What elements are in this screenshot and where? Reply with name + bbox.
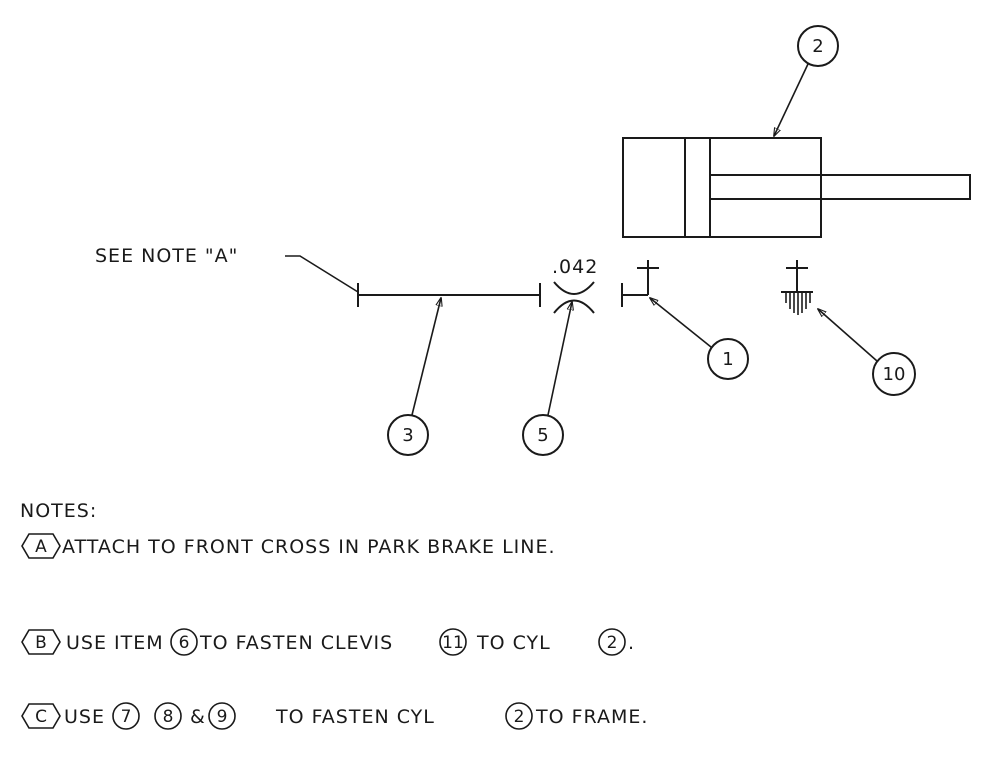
balloon-item-1: 1 <box>650 298 749 380</box>
item-balloon <box>598 628 626 656</box>
note-flag-hexagon <box>21 703 61 729</box>
note-a: A ATTACH TO FRONT CROSS IN PARK BRAKE LI… <box>21 533 556 559</box>
note-flag-letter: A <box>35 537 47 557</box>
orifice-arc-top <box>553 281 595 295</box>
note-flag-hexagon <box>21 533 61 559</box>
orifice-arc-bottom <box>553 299 595 314</box>
cylinder <box>622 137 971 238</box>
balloon-number: 5 <box>537 425 548 446</box>
notes-heading: NOTES: <box>20 500 97 522</box>
leader-arrow <box>818 309 878 362</box>
note-text: USE <box>64 706 105 728</box>
ground-hatch <box>785 292 811 315</box>
note-c: C USE 7 8 & 9 TO FASTEN CYL 2 TO FRAME. <box>21 702 648 730</box>
cylinder-body <box>622 137 822 238</box>
ground-symbol <box>781 260 813 315</box>
item-number: 2 <box>607 633 618 653</box>
balloon-number: 1 <box>722 349 733 370</box>
item-balloon <box>170 628 198 656</box>
note-text: TO CYL <box>476 632 551 654</box>
item-number: 9 <box>217 707 228 727</box>
fitting-symbol <box>621 260 659 307</box>
note-flag-letter: B <box>35 633 47 653</box>
leader-arrow <box>650 298 712 348</box>
item-number: 2 <box>514 707 525 727</box>
brake-line <box>357 283 541 307</box>
balloon-item-10: 10 <box>818 309 916 396</box>
note-flag-hexagon <box>21 629 61 655</box>
cylinder-rod <box>709 174 971 200</box>
orifice-symbol: .042 <box>552 256 598 314</box>
balloon-item-2: 2 <box>774 25 839 136</box>
item-number: 7 <box>121 707 132 727</box>
leader-arrow <box>547 302 572 416</box>
item-balloon <box>154 702 182 730</box>
leader-arrow <box>774 63 809 136</box>
item-number: 6 <box>179 633 190 653</box>
balloon-item-3: 3 <box>387 298 441 456</box>
see-note-label: SEE NOTE "A" <box>95 245 238 267</box>
item-balloon <box>439 628 467 656</box>
note-text: . <box>628 632 635 654</box>
leader-arrow <box>411 298 441 416</box>
see-note-leader <box>285 255 359 293</box>
note-text: ATTACH TO FRONT CROSS IN PARK BRAKE LINE… <box>62 536 556 558</box>
item-balloon <box>112 702 140 730</box>
note-text: TO FRAME. <box>535 706 648 728</box>
balloon-number: 10 <box>883 364 906 385</box>
note-text: & <box>190 706 206 728</box>
note-text: USE ITEM <box>66 632 164 654</box>
item-balloon <box>208 702 236 730</box>
item-balloon <box>505 702 533 730</box>
note-text: TO FASTEN CLEVIS <box>199 632 393 654</box>
balloon-number: 3 <box>402 425 413 446</box>
item-number: 8 <box>163 707 174 727</box>
note-b: B USE ITEM 6 TO FASTEN CLEVIS 11 TO CYL … <box>21 628 635 656</box>
balloon-number: 2 <box>812 36 823 57</box>
note-flag-letter: C <box>35 707 47 727</box>
balloon-item-5: 5 <box>522 302 572 456</box>
item-number: 11 <box>442 633 464 653</box>
orifice-size-label: .042 <box>552 256 598 278</box>
note-text: TO FASTEN CYL <box>275 706 435 728</box>
